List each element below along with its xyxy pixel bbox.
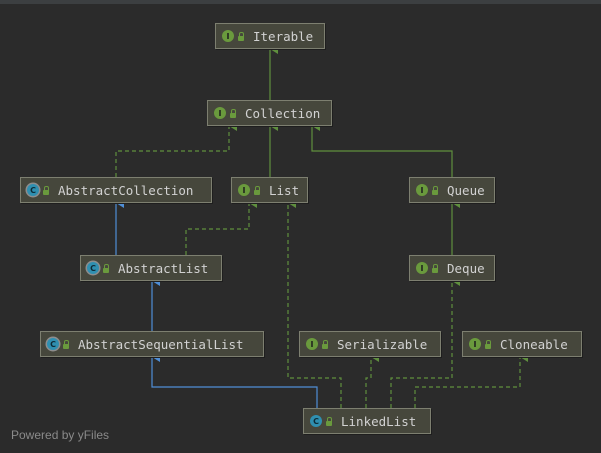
edge-linked-list-to-list — [287, 198, 342, 408]
node-label: Cloneable — [500, 336, 568, 352]
edge-linked-list-to-abstract-sequential-list — [151, 352, 318, 408]
edge-linked-list-to-cloneable — [414, 352, 528, 408]
interface-icon: I — [222, 30, 234, 42]
node-label: AbstractSequentialList — [78, 336, 244, 352]
edge-abstract-list-to-list — [185, 198, 257, 255]
lock-icon — [103, 263, 109, 273]
node-abstract-list[interactable]: C AbstractList — [80, 255, 222, 281]
edge-abstract-collection-to-collection — [115, 121, 237, 177]
node-label: Collection — [245, 105, 321, 121]
node-linked-list[interactable]: C LinkedList — [303, 408, 431, 434]
lock-icon — [43, 185, 49, 195]
lock-icon — [230, 108, 236, 118]
edge-linked-list-to-deque — [390, 276, 460, 408]
node-label: AbstractCollection — [58, 182, 194, 198]
class-icon: C — [310, 415, 322, 427]
node-label: AbstractList — [118, 260, 209, 276]
lock-icon — [432, 263, 438, 273]
node-serializable[interactable]: I Serializable — [299, 331, 441, 357]
lock-icon — [326, 416, 332, 426]
interface-icon: I — [416, 184, 428, 196]
lock-icon — [254, 185, 260, 195]
node-label: LinkedList — [341, 413, 417, 429]
interface-icon: I — [416, 262, 428, 274]
node-collection[interactable]: I Collection — [207, 100, 332, 126]
node-abstract-sequential-list[interactable]: C AbstractSequentialList — [40, 331, 264, 357]
powered-by-footer: Powered by yFiles — [11, 428, 110, 442]
node-abstract-collection[interactable]: C AbstractCollection — [20, 177, 212, 203]
edge-linked-list-to-serializable — [365, 352, 379, 408]
node-label: List — [269, 182, 300, 198]
node-iterable[interactable]: I Iterable — [215, 23, 325, 49]
interface-icon: I — [306, 338, 318, 350]
lock-icon — [485, 339, 491, 349]
node-label: Serializable — [337, 336, 428, 352]
abstract-class-icon: C — [27, 184, 39, 196]
edge-queue-to-collection — [311, 121, 453, 177]
interface-icon: I — [469, 338, 481, 350]
abstract-class-icon: C — [87, 262, 99, 274]
node-queue[interactable]: I Queue — [409, 177, 495, 203]
node-label: Iterable — [253, 28, 314, 44]
abstract-class-icon: C — [47, 338, 59, 350]
lock-icon — [432, 185, 438, 195]
interface-icon: I — [238, 184, 250, 196]
interface-icon: I — [214, 107, 226, 119]
window-top-bar — [0, 0, 601, 4]
node-list[interactable]: I List — [231, 177, 308, 203]
node-label: Deque — [447, 260, 485, 276]
lock-icon — [63, 339, 69, 349]
lock-icon — [238, 31, 244, 41]
node-deque[interactable]: I Deque — [409, 255, 495, 281]
node-cloneable[interactable]: I Cloneable — [462, 331, 582, 357]
node-label: Queue — [447, 182, 485, 198]
lock-icon — [322, 339, 328, 349]
